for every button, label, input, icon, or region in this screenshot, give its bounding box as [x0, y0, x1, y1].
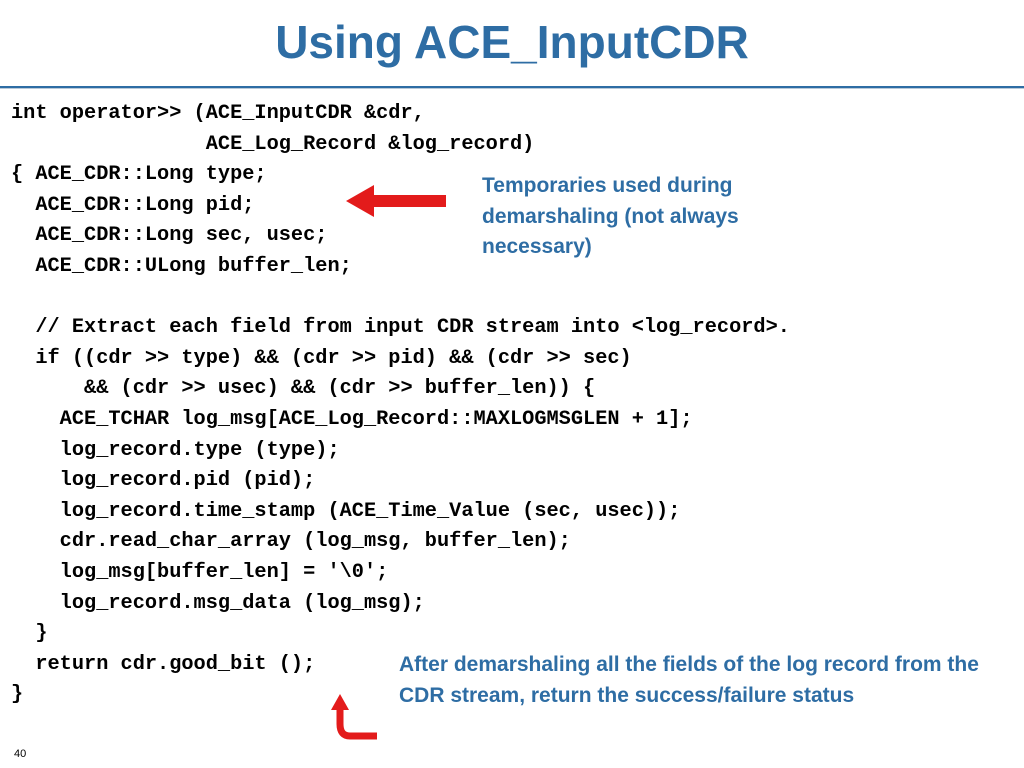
code-line: if ((cdr >> type) && (cdr >> pid) && (cd…	[11, 346, 632, 370]
slide-title: Using ACE_InputCDR	[275, 16, 749, 68]
code-line: log_record.type (type);	[11, 438, 340, 462]
code-line: cdr.read_char_array (log_msg, buffer_len…	[11, 530, 571, 554]
page-number: 40	[14, 748, 27, 760]
code-line: ACE_CDR::Long sec, usec;	[11, 224, 328, 248]
code-line	[11, 283, 790, 314]
code-line: && (cdr >> usec) && (cdr >> buffer_len))…	[11, 377, 596, 401]
left-arrow-shape	[346, 185, 446, 217]
code-line: // Extract each field from input CDR str…	[11, 316, 790, 340]
code-line: { ACE_CDR::Long type;	[11, 163, 267, 187]
code-line: ACE_CDR::ULong buffer_len;	[11, 254, 352, 278]
code-line: }	[11, 683, 24, 707]
code-line: log_record.msg_data (log_msg);	[11, 591, 425, 615]
code-line: ACE_CDR::Long pid;	[11, 193, 255, 217]
code-line: int operator>> (ACE_InputCDR &cdr,	[11, 102, 425, 125]
code-line: return cdr.good_bit ();	[11, 652, 316, 676]
code-line: ACE_TCHAR log_msg[ACE_Log_Record::MAXLOG…	[11, 407, 693, 431]
temporaries-annotation: Temporaries used during demarshaling (no…	[482, 174, 739, 258]
curved-up-arrow-icon	[331, 694, 377, 740]
left-arrow-icon	[346, 185, 446, 217]
code-line: log_msg[buffer_len] = '\0';	[11, 560, 389, 584]
return-status-annotation: After demarshaling all the fields of the…	[399, 653, 979, 707]
code-line: log_record.time_stamp (ACE_Time_Value (s…	[11, 499, 681, 523]
title-divider	[0, 86, 1024, 89]
code-line: log_record.pid (pid);	[11, 469, 316, 493]
code-line: ACE_Log_Record &log_record)	[11, 132, 535, 156]
code-block: int operator>> (ACE_InputCDR &cdr, ACE_L…	[11, 99, 790, 711]
curved-arrow-shape	[336, 708, 377, 740]
code-line: }	[11, 622, 48, 646]
curved-arrow-head	[331, 694, 349, 710]
